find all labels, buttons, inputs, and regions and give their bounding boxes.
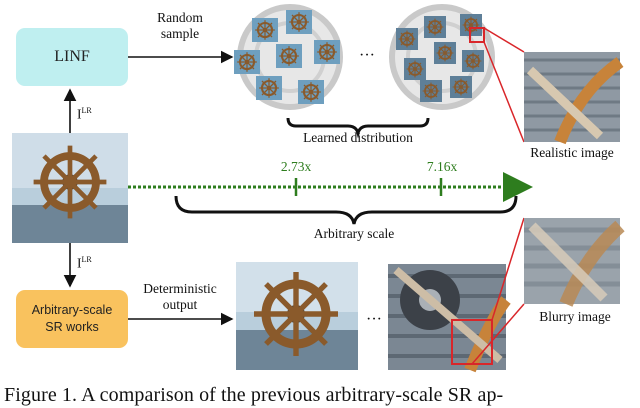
random-sample-label: Random sample: [157, 10, 203, 41]
ilr-down-label: ILR: [77, 255, 92, 271]
sr-label-line1: Arbitrary-scale: [31, 303, 113, 317]
linf-label: LINF: [54, 48, 90, 65]
deterministic-image: [236, 262, 358, 370]
learned-brace: [286, 117, 430, 139]
realistic-image: [524, 52, 624, 145]
arbitrary-scale-label: Arbitrary scale: [313, 226, 395, 241]
scale-2-73-label: 2.73x: [280, 159, 312, 174]
deterministic-output-label: Deterministic output: [143, 281, 217, 312]
sr-label-line2: SR works: [45, 320, 99, 334]
scale-7-16-label: 7.16x: [426, 159, 458, 174]
realistic-image-label: Realistic image: [530, 145, 614, 160]
distribution-cluster-1: [234, 4, 343, 110]
figure-caption: Figure 1. A comparison of the previous a…: [4, 384, 504, 406]
learned-distribution-label: Learned distribution: [303, 130, 413, 145]
sr-works-box: Arbitrary-scale SR works: [16, 290, 128, 348]
ellipsis-top: ···: [359, 47, 375, 64]
blurry-image: [524, 218, 625, 307]
blurry-image-label: Blurry image: [539, 309, 611, 324]
distribution-cluster-2: [389, 4, 495, 110]
zoomed-output-image: [388, 264, 511, 373]
linf-box: LINF: [16, 28, 128, 86]
arbitrary-brace: [174, 195, 518, 225]
ellipsis-bottom: ···: [366, 311, 382, 328]
input-lr-image: [12, 133, 128, 243]
ilr-up-label: ILR: [77, 106, 92, 122]
